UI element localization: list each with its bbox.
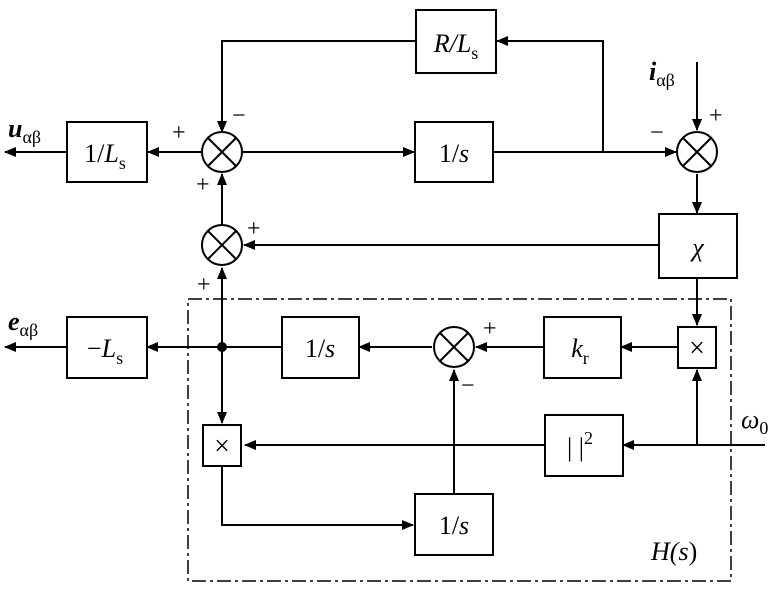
block-r-over-ls: [415, 9, 497, 74]
hs-boundary: [187, 298, 732, 582]
svg-text:1/s: 1/s: [305, 334, 335, 363]
svg-text:1/s: 1/s: [439, 511, 469, 540]
sign-plus: +: [483, 316, 497, 342]
magnitude-squared-sup: 2: [584, 428, 593, 448]
kr-sub: r: [583, 348, 589, 368]
svg-text:iαβ: iαβ: [649, 57, 675, 90]
integrator-bottom-var: s: [459, 511, 469, 540]
sign-plus: +: [196, 172, 210, 198]
hs-label-close: ): [689, 537, 698, 566]
svg-text:ω0: ω0: [741, 405, 768, 438]
block-multiplier-left: [202, 424, 242, 467]
sign-plus: +: [709, 103, 723, 129]
sign-minus: −: [232, 103, 246, 129]
svg-text:kr: kr: [571, 334, 589, 368]
block-magnitude-squared: [544, 414, 624, 477]
block-multiplier-right: [677, 326, 717, 369]
r-over-ls-label: R/: [433, 29, 460, 58]
one-over-ls-label: 1/: [84, 139, 105, 168]
minus-ls-var: L: [101, 334, 116, 363]
r-over-ls-var: L: [456, 29, 471, 58]
signal-u: u: [8, 114, 22, 143]
multiplier-right-symbol: ×: [689, 333, 705, 364]
wire: [217, 40, 416, 133]
one-over-ls-sub: s: [119, 153, 126, 173]
signal-e: e: [8, 307, 20, 336]
integrator-mid-label: 1/: [305, 334, 326, 363]
magnitude-squared-label: | |: [567, 433, 584, 462]
sign-minus: −: [461, 373, 475, 399]
sign-plus: +: [197, 272, 211, 298]
svg-text:1/Ls: 1/Ls: [84, 139, 126, 173]
svg-text:−Ls: −Ls: [87, 334, 123, 368]
block-one-over-ls: [66, 121, 148, 183]
signal-omega-sub: 0: [759, 418, 768, 438]
summing-junction-resonant: [433, 326, 475, 368]
wire: [221, 467, 414, 530]
svg-text:| |2: | |2: [567, 428, 593, 462]
integrator-top-var: s: [459, 139, 469, 168]
block-chi: [658, 213, 738, 279]
hs-label: H(: [650, 537, 680, 566]
svg-text:R/Ls: R/Ls: [433, 29, 479, 63]
junction-dot: [217, 342, 227, 352]
integrator-bottom-label: 1/: [439, 511, 460, 540]
r-over-ls-sub: s: [471, 43, 478, 63]
multiplier-left-symbol: ×: [214, 431, 230, 462]
svg-text:1/s: 1/s: [439, 139, 469, 168]
integrator-mid-var: s: [325, 334, 335, 363]
chi-label: χ: [689, 233, 704, 262]
block-integrator-top: [414, 121, 494, 183]
block-kr: [543, 316, 622, 379]
summing-junction-top: [201, 131, 243, 173]
block-integrator-mid: [281, 316, 360, 379]
svg-text:eαβ: eαβ: [8, 307, 38, 340]
hs-label-var: s: [678, 537, 688, 566]
signal-u-sub: αβ: [22, 127, 41, 147]
minus-ls-label: −: [87, 334, 102, 363]
signal-omega: ω: [741, 405, 759, 434]
block-minus-ls: [66, 316, 148, 379]
minus-ls-sub: s: [116, 348, 123, 368]
signal-i: i: [649, 57, 657, 86]
integrator-top-label: 1/: [439, 139, 460, 168]
wire: [496, 36, 604, 152]
svg-text:H(s): H(s): [650, 537, 697, 566]
signal-i-sub: αβ: [656, 70, 675, 90]
one-over-ls-var: L: [103, 139, 118, 168]
kr-var: k: [571, 334, 583, 363]
sign-plus: +: [247, 216, 261, 242]
sign-minus: −: [650, 120, 664, 146]
sign-plus: +: [172, 120, 186, 146]
signal-e-sub: αβ: [20, 320, 39, 340]
summing-junction-middle: [201, 224, 243, 266]
summing-junction-right: [676, 131, 718, 173]
block-integrator-bottom: [414, 493, 494, 556]
svg-text:uαβ: uαβ: [8, 114, 41, 147]
